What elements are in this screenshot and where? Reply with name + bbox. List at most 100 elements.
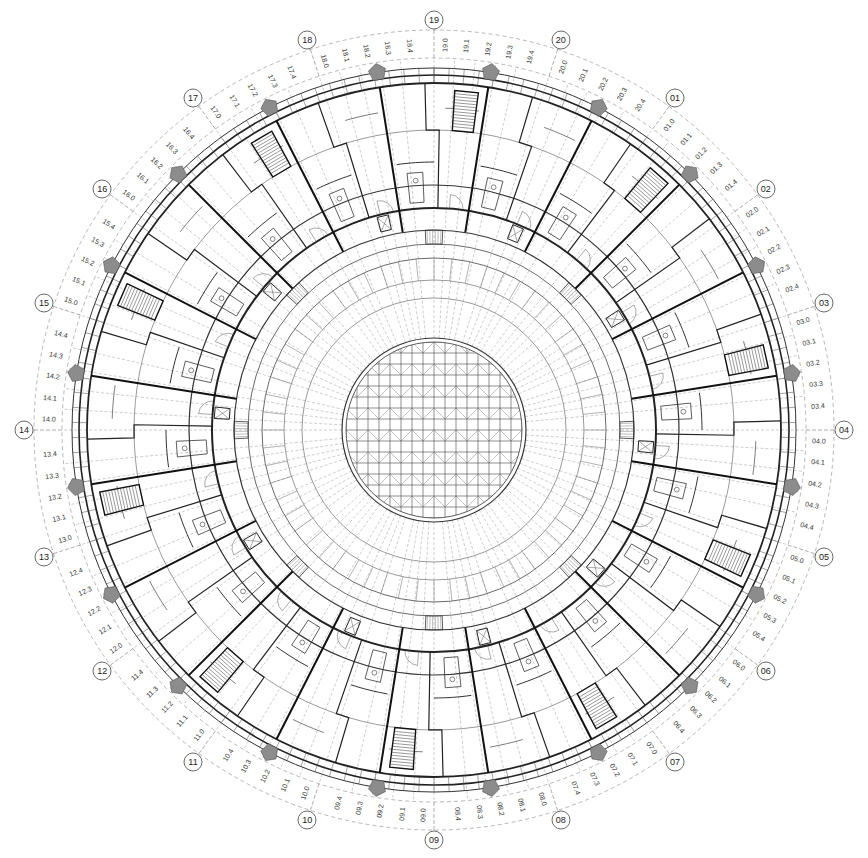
axis-label: 09.3 [354,799,364,816]
gallery-rib [295,329,313,342]
grid-line [492,142,669,359]
axis-label: 16.4 [181,125,196,142]
wall [237,607,300,716]
wall [425,83,439,208]
window-mullion [562,93,568,107]
window-mullion [73,407,88,409]
axis-label: 18.0 [320,52,331,69]
grid-brace [500,452,511,463]
grid-number: 19 [429,16,439,25]
axis-label: 06.2 [703,689,719,705]
grid-brace [456,386,467,397]
window-mullion [661,156,671,167]
window-mullion [614,120,622,133]
stair-tread [627,195,643,209]
ring [234,230,634,630]
gallery-rib [434,258,435,280]
fixture [189,368,194,373]
window-mullion [315,758,320,772]
stair-tread [454,106,477,108]
grid-line [449,63,496,339]
axis-label: 12.1 [96,622,113,636]
grid-lines [34,30,834,830]
axis-label: 13.0 [56,533,73,544]
grid-line [183,498,372,705]
grid-brace [423,364,434,375]
wall [101,331,224,357]
grid-mullion [344,507,524,508]
bubble-circle [425,831,443,849]
grid-line [519,283,776,393]
grid-number: 12 [97,666,107,675]
axis-label: 05.4 [751,629,768,643]
stair-tread [570,557,580,567]
window-mullion [748,276,762,282]
bathroom [182,361,215,383]
bubble-circle [425,11,443,29]
stair-tread [269,160,287,171]
stair-tread [259,144,279,156]
party-wall [91,376,236,399]
grid-line [62,430,342,431]
wall [166,430,169,467]
bubble-circle [666,89,684,107]
wall [351,685,387,694]
grid-line [513,477,754,620]
stair-tread [593,712,613,724]
wall [699,393,702,430]
stair-core [705,540,751,576]
facade-pillar [103,586,120,603]
axis-label: 02.1 [755,224,772,238]
axis-label: 02.0 [743,205,760,220]
grid-line [359,66,415,340]
axis-label: 20.2 [596,75,609,92]
gallery-rib [263,446,285,448]
wall [568,144,631,253]
grid-line [458,519,530,790]
bubble-circle [35,548,53,566]
grid-brace [346,496,357,507]
facade-pillar [748,257,765,274]
stair-tread [453,121,475,123]
grid-number: 04 [839,426,849,435]
stair-tread [435,230,436,244]
axis-label: 03.1 [800,337,817,347]
grid-brace [357,342,368,353]
axis-label: 01.1 [678,130,694,146]
party-wall [575,571,679,675]
grid-brace [434,342,445,353]
stair-tread [290,559,300,569]
fixture [372,670,377,675]
wall [429,652,443,777]
gallery-rib [480,573,487,594]
grid-line [319,76,406,342]
bubble-circle [757,180,775,198]
grid-brace [434,474,445,485]
grid-brace [511,452,522,463]
window-mullion [520,79,524,94]
stair-tread [432,616,433,630]
stair-tread [394,737,416,739]
grid-brace [511,364,522,375]
stair-tread [288,557,298,567]
grid-brace [401,430,412,441]
stair-tread [563,286,573,296]
grid-line [67,368,343,415]
gallery-rib [509,560,520,579]
party-wall [525,121,592,252]
grid-brace [511,474,522,485]
grid-line [434,58,435,338]
grid-brace [390,364,401,375]
axis-label: 07.0 [644,739,659,756]
party-wall [632,461,777,484]
corridor-stair [234,421,248,438]
window-mullion [772,509,787,512]
axis-label: 11.0 [192,727,207,743]
facade-pillar [68,479,85,496]
axis-label: 18.3 [384,40,393,56]
stair-tread [454,103,477,105]
window-mullion [477,71,479,86]
window-mullion [719,628,731,637]
